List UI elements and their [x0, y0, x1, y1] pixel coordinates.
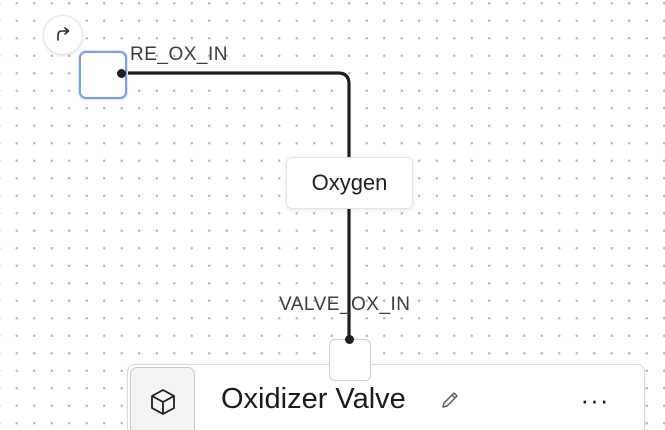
redo-arrow-icon	[57, 27, 70, 41]
target-port-label: VALVE_OX_IN	[279, 294, 411, 315]
edit-title-button[interactable]	[437, 387, 463, 413]
more-options-button[interactable]: ···	[575, 385, 615, 415]
cube-icon	[150, 389, 175, 415]
source-port-label: RE_OX_IN	[130, 44, 228, 65]
target-handle-dot[interactable]	[345, 335, 354, 344]
redo-button[interactable]	[43, 15, 83, 55]
oxidizer-valve-node[interactable]: Oxidizer Valve ···	[127, 364, 645, 430]
pencil-icon	[442, 392, 458, 408]
node-icon-box	[130, 367, 195, 430]
node-title: Oxidizer Valve	[221, 383, 406, 415]
edge-label[interactable]: Oxygen	[286, 157, 413, 209]
target-handle[interactable]	[329, 339, 371, 381]
more-icon: ···	[580, 384, 610, 415]
source-handle[interactable]	[117, 69, 126, 78]
